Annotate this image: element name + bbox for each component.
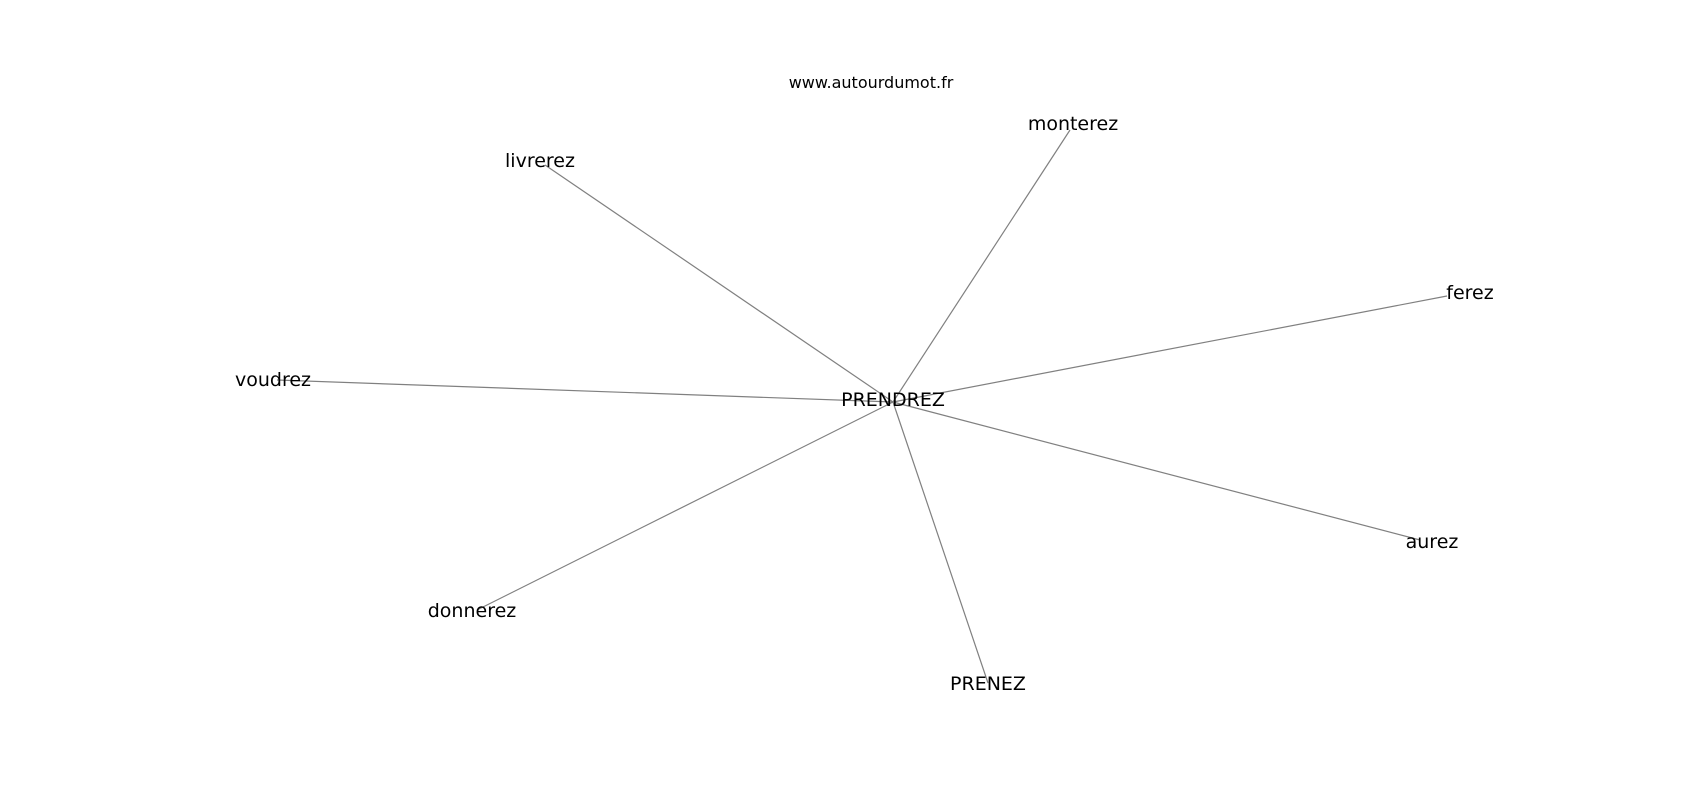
edge-prendrez-monterez (892, 129, 1071, 403)
node-livrerez[interactable]: livrerez (505, 150, 575, 172)
node-monterez[interactable]: monterez (1028, 113, 1118, 135)
node-donnerez[interactable]: donnerez (428, 600, 517, 622)
graph-edges (276, 129, 1448, 684)
edge-prendrez-aurez (892, 401, 1421, 541)
edge-prendrez-prenez (892, 401, 989, 684)
node-center[interactable]: PRENDREZ (841, 389, 945, 411)
node-voudrez[interactable]: voudrez (235, 369, 311, 391)
node-ferez[interactable]: ferez (1446, 282, 1493, 304)
edge-prendrez-livrerez (544, 164, 894, 403)
edge-prendrez-donnerez (476, 401, 894, 611)
node-aurez[interactable]: aurez (1406, 531, 1459, 553)
edge-prendrez-voudrez (276, 379, 894, 403)
edge-prendrez-ferez (892, 295, 1448, 403)
graph-nodes: PRENDREZ monterez livrerez ferez voudrez… (235, 113, 1494, 695)
source-watermark: www.autourdumot.fr (789, 73, 954, 92)
node-prenez[interactable]: PRENEZ (950, 673, 1026, 695)
